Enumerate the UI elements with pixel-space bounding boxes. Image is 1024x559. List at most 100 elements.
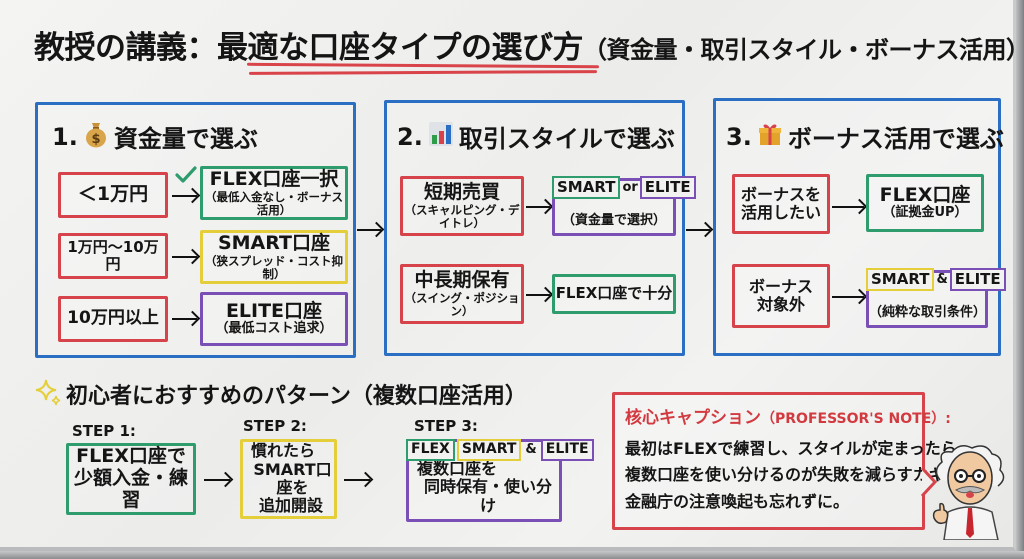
result-box: SMART口座 （狭スプレッド・コスト抑制） <box>200 230 348 284</box>
panel-title: 3. ボーナス活用で選ぶ <box>726 119 1004 154</box>
result-note: （純粋な取引条件） <box>869 305 987 321</box>
panel-title: 1. $ 資金量で選ぶ <box>52 119 258 154</box>
condition-text: 対象外 <box>756 295 805 314</box>
panel-number: 3. <box>726 122 752 151</box>
step-text: 追加開設 <box>259 496 324 516</box>
professor-icon <box>932 445 1005 540</box>
arrow-icon <box>526 294 550 296</box>
arrow-icon <box>172 318 197 320</box>
panel-title-text: 取引スタイルで選ぶ <box>458 125 675 153</box>
title-suffix: （資金量・取引スタイル・ボーナス活用） <box>583 36 1024 64</box>
account-tags: SMART & ELITE <box>866 268 1006 291</box>
whiteboard-frame-bottom <box>0 551 1024 559</box>
elite-tag: ELITE <box>639 176 696 199</box>
result-note: （証拠金UP） <box>882 205 968 221</box>
section-title-text: 初心者におすすめのパターン（複数口座活用） <box>66 384 527 409</box>
note-title-en: （PROFESSOR'S NOTE）: <box>761 411 951 427</box>
elite-tag: ELITE <box>540 439 594 461</box>
step-text: 慣れたら <box>251 441 316 461</box>
step-label: STEP 1: <box>72 422 136 440</box>
title-underline <box>248 70 598 75</box>
panel-title-text: 資金量で選ぶ <box>113 125 258 153</box>
note-line: 金融庁の注意喚起も忘れずに。 <box>625 492 850 511</box>
result-note: （資金量で選択） <box>561 213 666 229</box>
arrow-icon <box>526 206 550 208</box>
step-label: STEP 2: <box>243 417 307 435</box>
step-box: FLEX口座で 少額入金・練習 <box>66 443 196 515</box>
condition-box: 短期売買 （スキャルピング・デイトレ） <box>400 176 524 236</box>
speech-pointer <box>921 468 937 498</box>
bar-chart-icon <box>428 121 453 152</box>
condition-box: ボーナスを 活用したい <box>732 174 830 234</box>
result-box: FLEX口座一択 （最低入金なし・ボーナス活用） <box>200 166 348 220</box>
condition-text: 活用したい <box>740 203 821 222</box>
step-text: 少額入金・練習 <box>73 467 188 511</box>
smart-tag: SMART <box>456 439 522 461</box>
title-highlight: 最適な口座タイプの選び方 <box>217 30 584 66</box>
page-title: 教授の講義：最適な口座タイプの選び方（資金量・取引スタイル・ボーナス活用） <box>34 22 1024 67</box>
professor-note: 核心キャプション（PROFESSOR'S NOTE）: 最初はFLEXで練習し、… <box>612 392 957 530</box>
condition-box: ボーナス 対象外 <box>732 264 830 328</box>
result-text: FLEX口座一択 <box>209 167 339 190</box>
condition-box: 1万円〜10万円 <box>58 233 168 279</box>
result-text: ELITE口座 <box>225 299 323 322</box>
step-text: SMART口座を <box>253 459 332 497</box>
condition-text: ＜1万円 <box>77 183 149 206</box>
panel-title-text: ボーナス活用で選ぶ <box>787 125 1004 153</box>
condition-text: ボーナスを <box>740 184 821 204</box>
condition-box: 中長期保有 （スイング・ポジション） <box>400 264 524 324</box>
condition-note: （スキャルピング・デイトレ） <box>404 202 520 230</box>
account-tags: FLEX SMART & ELITE <box>406 439 594 461</box>
condition-text: ボーナス <box>748 276 813 296</box>
note-title: 核心キャプション（PROFESSOR'S NOTE）: <box>625 403 951 428</box>
conjunction: or <box>622 179 638 195</box>
arrow-icon <box>686 229 710 231</box>
result-box: ELITE口座 （最低コスト追求） <box>200 292 348 346</box>
whiteboard: 教授の講義：最適な口座タイプの選び方（資金量・取引スタイル・ボーナス活用） 1.… <box>0 0 1016 551</box>
note-line: 複数口座を使い分けるのが失敗を減らすカギ! <box>625 465 952 484</box>
smart-tag: SMART <box>866 268 935 291</box>
panel-bonus: 3. ボーナス活用で選ぶ <box>713 98 1004 356</box>
result-note: （最低コスト追求） <box>215 321 333 337</box>
gift-icon <box>758 122 782 152</box>
step-box: 慣れたら SMART口座を 追加開設 <box>240 439 337 519</box>
condition-text: 中長期保有 <box>414 268 510 291</box>
condition-text: 短期売買 <box>423 180 500 203</box>
step-text: 同時保有・使い分け <box>423 477 552 515</box>
note-title-text: 核心キャプション <box>625 408 761 428</box>
step-text: 複数口座を <box>417 458 498 478</box>
arrow-icon <box>172 195 197 197</box>
step-label: STEP 3: <box>414 417 478 435</box>
step-text: FLEX口座で <box>76 445 186 468</box>
sparkle-icon <box>34 378 62 410</box>
title-prefix: 教授の講義： <box>34 30 218 66</box>
arrow-icon <box>832 296 864 298</box>
flex-tag: FLEX <box>406 439 455 461</box>
arrow-icon <box>172 256 197 258</box>
result-text: SMART口座 <box>217 231 331 254</box>
conjunction: & <box>525 442 537 458</box>
arrow-icon <box>832 206 864 208</box>
result-box: FLEX口座で十分 <box>552 274 676 314</box>
result-box: FLEX口座 （証拠金UP） <box>866 174 984 232</box>
account-tags: SMART or ELITE <box>552 176 696 199</box>
beginner-section-title: 初心者におすすめのパターン（複数口座活用） <box>34 378 527 410</box>
result-text: FLEX口座で十分 <box>555 284 673 303</box>
conjunction: & <box>936 271 948 287</box>
arrow-icon <box>344 479 370 481</box>
condition-note: （スイング・ポジション） <box>404 290 520 318</box>
elite-tag: ELITE <box>949 268 1006 291</box>
condition-box: ＜1万円 <box>58 172 168 218</box>
smart-tag: SMART <box>552 176 621 199</box>
arrow-icon <box>357 229 381 231</box>
condition-text: 10万円以上 <box>67 308 159 329</box>
svg-text:$: $ <box>91 132 100 147</box>
condition-text: 1万円〜10万円 <box>67 237 159 273</box>
check-icon <box>175 166 197 183</box>
result-note: （最低入金なし・ボーナス活用） <box>205 189 343 217</box>
panel-title: 2. 取引スタイルで選ぶ <box>397 119 675 154</box>
result-note: （狭スプレッド・コスト抑制） <box>205 253 343 281</box>
panel-number: 1. <box>52 122 78 151</box>
whiteboard-frame-right <box>1016 0 1024 559</box>
money-bag-icon: $ <box>84 120 108 154</box>
